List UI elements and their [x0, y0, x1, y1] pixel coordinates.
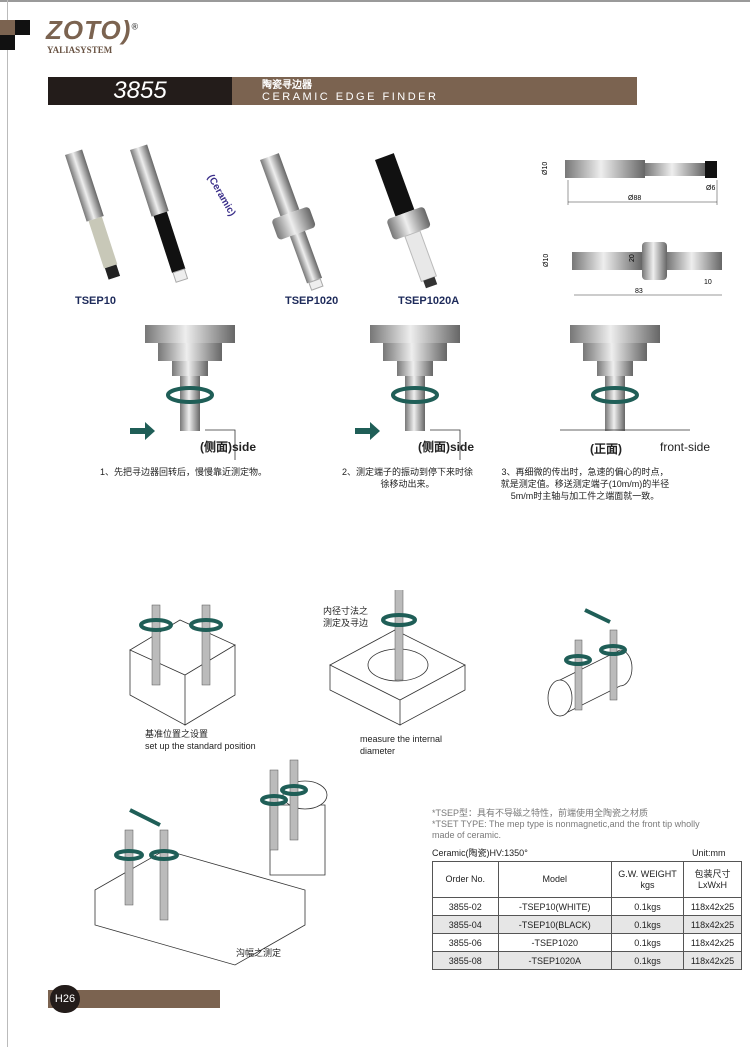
- step3-label: (正面): [590, 442, 622, 456]
- product-photos: [65, 144, 438, 291]
- cell: -TSEP1020A: [497, 951, 613, 970]
- cell: 0.1kgs: [611, 933, 684, 952]
- table-header: Order No. Model G.W. WEIGHT kgs 包装尺寸 LxW…: [432, 861, 742, 898]
- cell: 118x42x25: [683, 951, 742, 970]
- cell: -TSEP1020: [497, 933, 613, 952]
- groove-cn: 沟幅之测定: [236, 948, 282, 958]
- label-tsep10: TSEP10: [75, 295, 116, 307]
- order-table: Order No. Model G.W. WEIGHT kgs 包装尺寸 LxW…: [432, 861, 742, 970]
- application-diagrams: [94, 590, 633, 966]
- note-en: *TSET TYPE: The mep type is nonmagnetic,…: [432, 819, 700, 840]
- cell: 0.1kgs: [611, 915, 684, 934]
- step2-label: (侧面)side: [418, 440, 475, 454]
- title-en: CERAMIC EDGE FINDER: [262, 91, 439, 103]
- step1-label: (侧面)side: [200, 440, 257, 454]
- page-number: H26: [50, 985, 80, 1013]
- cell: 3855-06: [432, 933, 499, 952]
- step3-caption: 3、再细微的传出时，急速的偏心的时点，就是测定值。移送测定端子(10m/m)的半…: [500, 467, 670, 501]
- table-caption-right: Unit:mm: [692, 848, 726, 858]
- internal-cn: 内径寸法之测定及寻边: [323, 606, 369, 628]
- spindle-step1: [130, 325, 236, 460]
- dim2-83: 83: [635, 288, 643, 295]
- note-cn: *TSEP型：具有不导磁之特性，前端使用全陶瓷之材质: [432, 808, 649, 818]
- dim-d6: Ø6: [706, 185, 715, 192]
- cell: 0.1kgs: [611, 951, 684, 970]
- label-tsep1020: TSEP1020: [285, 295, 339, 307]
- tsep1020-image: [260, 153, 324, 291]
- label-tsep1020a: TSEP1020A: [398, 295, 460, 307]
- dim2-10: 10: [704, 279, 712, 286]
- left-border: [7, 0, 8, 1047]
- cell: 118x42x25: [683, 915, 742, 934]
- dim2-d10: Ø10: [543, 254, 550, 267]
- dimension-drawings: Ø10 Ø88 Ø6 Ø10 20 83 10: [542, 160, 722, 296]
- step1-caption: 1、先把寻边器回转后，慢慢靠近测定物。: [100, 467, 268, 477]
- standard-cn: 基准位置之设置: [145, 729, 209, 739]
- dim-d88: Ø88: [628, 195, 641, 202]
- step3-label2: front-side: [660, 440, 711, 454]
- tsep10-white-image: [65, 149, 121, 280]
- col-order-no: Order No.: [432, 861, 499, 898]
- internal-en: measure the internal diameter: [360, 734, 443, 756]
- footer-bar: [48, 990, 220, 1008]
- brand-subtitle: YALIASYSTEM: [47, 45, 113, 55]
- title-cn: 陶瓷寻边器: [262, 80, 312, 91]
- cell: 118x42x25: [683, 933, 742, 952]
- step2-caption: 2、测定端子的振动到停下来时徐徐移动出来。: [341, 467, 473, 489]
- dim-d10: Ø10: [542, 162, 549, 175]
- cell: -TSEP10(WHITE): [497, 897, 613, 916]
- col-weight: G.W. WEIGHT kgs: [611, 861, 684, 898]
- cell: 118x42x25: [683, 897, 742, 916]
- table-caption-left: Ceramic(陶瓷)HV:1350°: [432, 848, 528, 858]
- dim2-20: 20: [629, 254, 636, 262]
- step-diagrams: [130, 323, 690, 460]
- tsep10-black-image: [130, 144, 189, 283]
- title-bar: 陶瓷寻边器 CERAMIC EDGE FINDER: [232, 77, 637, 105]
- cell: 3855-02: [432, 897, 499, 916]
- product-code: 3855: [48, 77, 232, 105]
- col-model: Model: [497, 861, 613, 898]
- cell: 0.1kgs: [611, 897, 684, 916]
- tsep1020a-image: [375, 153, 438, 289]
- cell: 3855-04: [432, 915, 499, 934]
- col-package: 包装尺寸 LxWxH: [683, 861, 742, 898]
- top-border: [0, 0, 750, 2]
- brand-logo: ZOTO)®: [46, 15, 140, 45]
- spindle-step3: [560, 325, 690, 431]
- standard-en: set up the standard position: [145, 741, 256, 751]
- cell: -TSEP10(BLACK): [497, 915, 613, 934]
- cell: 3855-08: [432, 951, 499, 970]
